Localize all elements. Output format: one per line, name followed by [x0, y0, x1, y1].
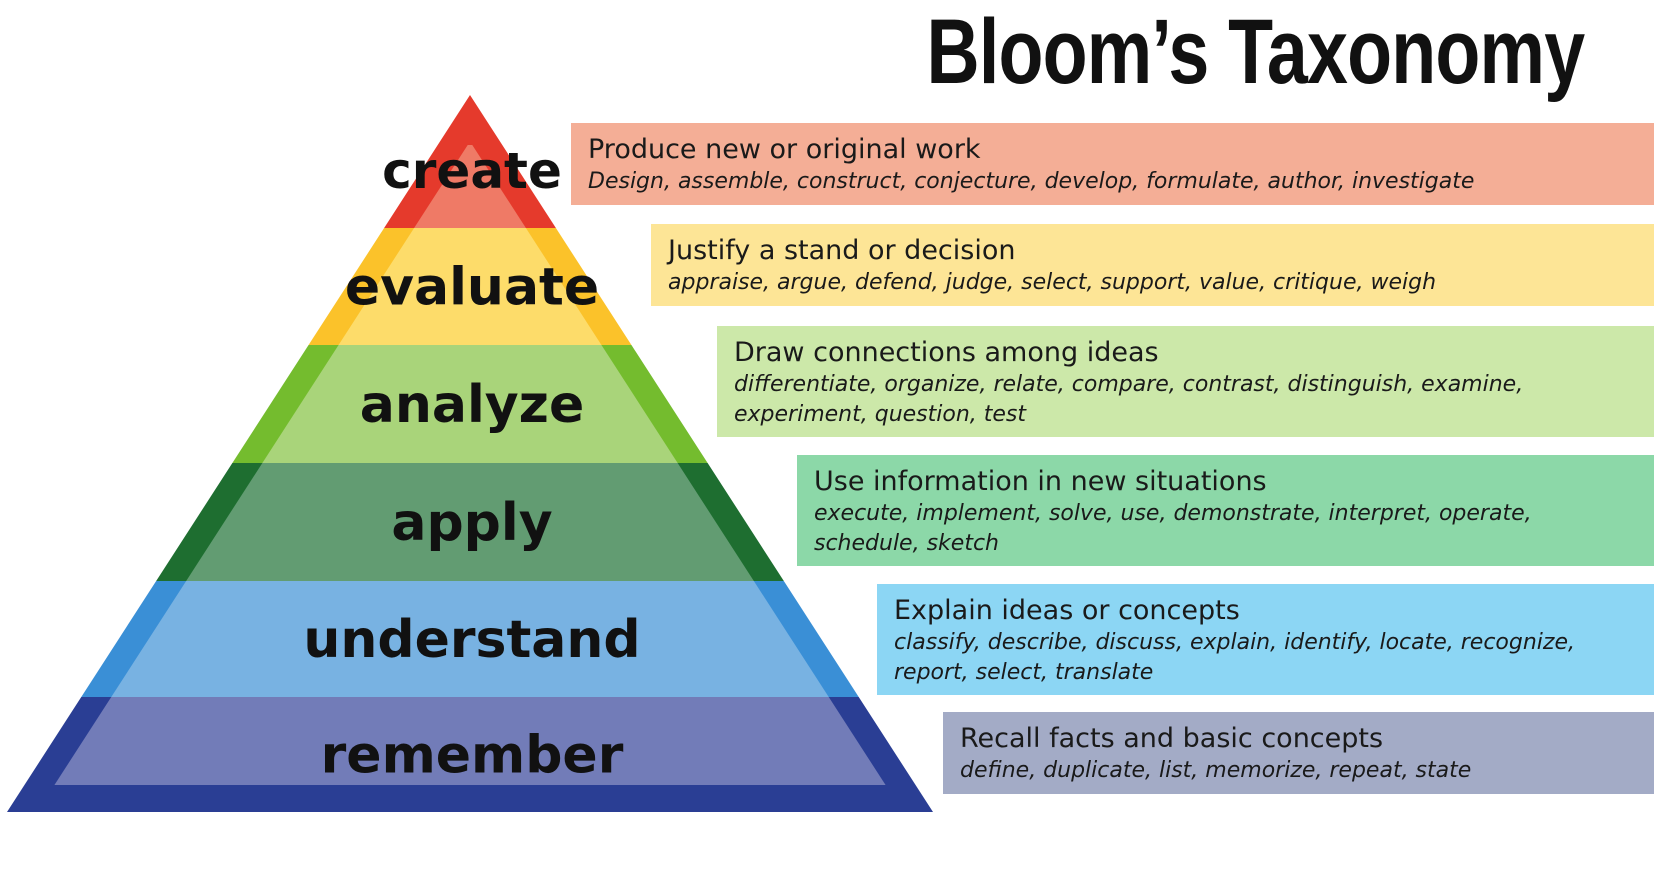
taxonomy-pyramid: create evaluate analyze apply understand reme…	[7, 95, 933, 812]
description-heading: Recall facts and basic concepts	[960, 723, 1384, 754]
pyramid-band-inner-analyze	[262, 345, 678, 463]
description-heading: Draw connections among ideas	[734, 337, 1159, 368]
pyramid-band-inner-apply	[186, 463, 754, 581]
pyramid-band-inner-evaluate	[338, 228, 602, 345]
pyramid-band-inner-remember	[54, 697, 886, 785]
description-verbs: execute, implement, solve, use, demonstr…	[814, 501, 1532, 556]
pyramid-label-apply: apply	[391, 493, 552, 553]
description-box-analyze: Draw connections among ideas differentiat…	[717, 326, 1654, 437]
description-box-remember: Recall facts and basic concepts define, d…	[943, 712, 1654, 794]
pyramid-label-create: create	[382, 142, 562, 200]
pyramid-band-inner-create	[414, 145, 526, 228]
description-verbs: Design, assemble, construct, conjecture,…	[588, 169, 1475, 194]
description-heading: Produce new or original work	[588, 134, 981, 165]
pyramid-label-analyze: analyze	[360, 375, 584, 435]
description-verbs: differentiate, organize, relate, compare…	[734, 372, 1524, 427]
description-heading: Use information in new situations	[814, 466, 1267, 497]
diagram-title: Bloom’s Taxonomy	[926, 1, 1585, 103]
description-verbs: appraise, argue, defend, judge, select, …	[668, 270, 1437, 295]
description-heading: Explain ideas or concepts	[894, 595, 1240, 626]
pyramid-label-evaluate: evaluate	[345, 258, 599, 318]
description-box-apply: Use information in new situations execute…	[797, 455, 1654, 566]
description-verbs: classify, describe, discuss, explain, id…	[894, 630, 1575, 685]
description-box-understand: Explain ideas or concepts classify, descr…	[877, 584, 1654, 695]
pyramid-label-understand: understand	[303, 610, 640, 670]
pyramid-band-inner-understand	[111, 581, 829, 697]
description-heading: Justify a stand or decision	[668, 235, 1016, 266]
description-verbs: define, duplicate, list, memorize, repea…	[960, 758, 1472, 783]
pyramid-label-remember: remember	[321, 726, 624, 786]
description-box-evaluate: Justify a stand or decision appraise, arg…	[651, 224, 1654, 306]
